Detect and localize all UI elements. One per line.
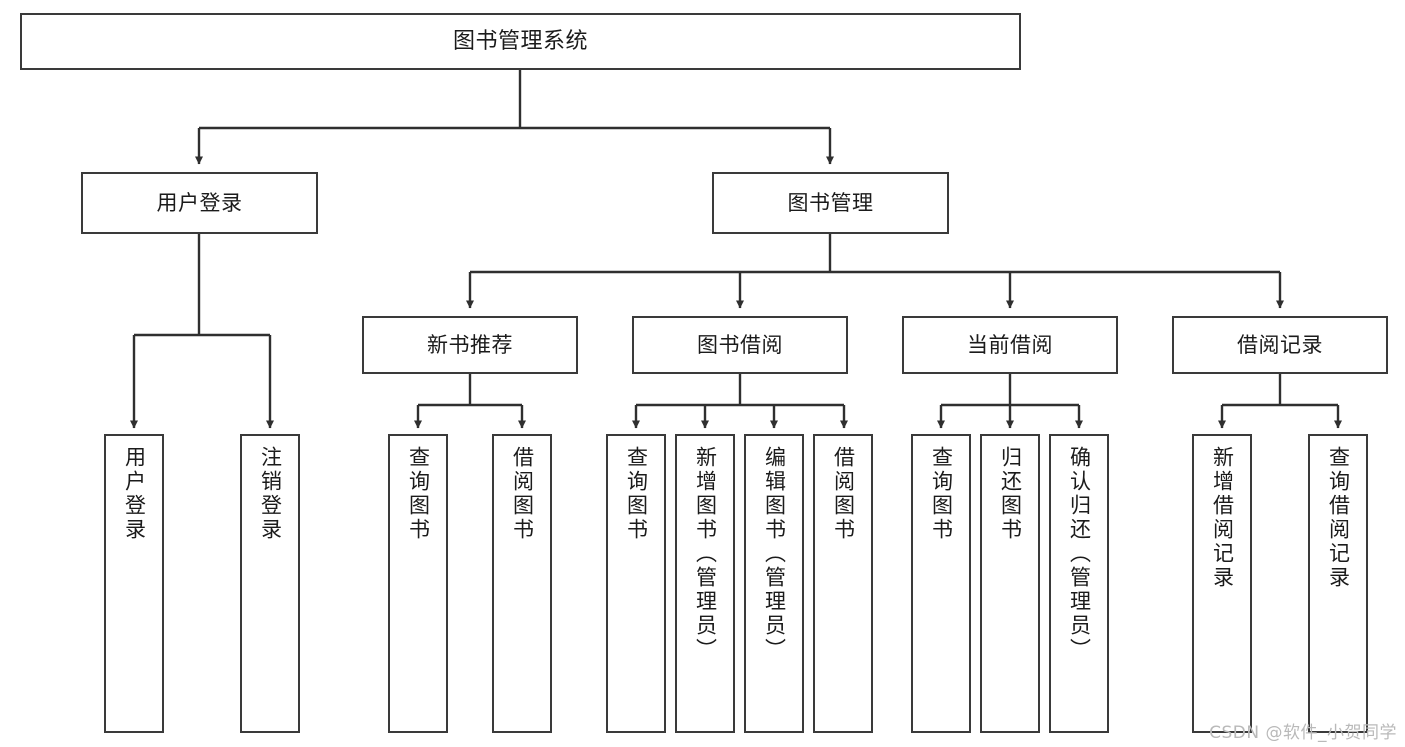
node-leaf-edit-book-label: 编辑图书（管理员） bbox=[762, 446, 787, 662]
node-leaf-query-book-1[interactable]: 查询图书 bbox=[388, 434, 448, 733]
node-leaf-borrow-book-2-label: 借阅图书 bbox=[831, 446, 856, 542]
node-leaf-add-record-label: 新增借阅记录 bbox=[1210, 446, 1235, 590]
node-current-borrow[interactable]: 当前借阅 bbox=[902, 316, 1118, 374]
node-new-book-rec[interactable]: 新书推荐 bbox=[362, 316, 578, 374]
node-leaf-logout[interactable]: 注销登录 bbox=[240, 434, 300, 733]
node-leaf-query-book-2[interactable]: 查询图书 bbox=[606, 434, 666, 733]
node-leaf-query-book-3-label: 查询图书 bbox=[929, 446, 954, 542]
node-leaf-return-book-label: 归还图书 bbox=[998, 446, 1023, 542]
node-leaf-user-login-label: 用户登录 bbox=[122, 446, 147, 542]
node-leaf-query-book-2-label: 查询图书 bbox=[624, 446, 649, 542]
node-current-borrow-label: 当前借阅 bbox=[967, 332, 1053, 357]
node-user-login-label: 用户登录 bbox=[156, 190, 243, 215]
node-root-label: 图书管理系统 bbox=[452, 28, 588, 54]
node-leaf-borrow-book-2[interactable]: 借阅图书 bbox=[813, 434, 873, 733]
node-leaf-confirm-return-label: 确认归还（管理员） bbox=[1067, 446, 1092, 662]
node-leaf-logout-label: 注销登录 bbox=[258, 446, 283, 542]
node-book-manage-label: 图书管理 bbox=[787, 190, 874, 215]
node-book-manage[interactable]: 图书管理 bbox=[712, 172, 949, 234]
node-leaf-borrow-book-1-label: 借阅图书 bbox=[510, 446, 535, 542]
node-book-borrow-label: 图书借阅 bbox=[697, 332, 783, 357]
node-leaf-confirm-return[interactable]: 确认归还（管理员） bbox=[1049, 434, 1109, 733]
node-borrow-record-label: 借阅记录 bbox=[1237, 332, 1323, 357]
node-leaf-query-book-1-label: 查询图书 bbox=[406, 446, 431, 542]
node-leaf-add-book[interactable]: 新增图书（管理员） bbox=[675, 434, 735, 733]
node-leaf-add-record[interactable]: 新增借阅记录 bbox=[1192, 434, 1252, 733]
node-root[interactable]: 图书管理系统 bbox=[20, 13, 1021, 70]
node-leaf-add-book-label: 新增图书（管理员） bbox=[693, 446, 718, 662]
node-leaf-edit-book[interactable]: 编辑图书（管理员） bbox=[744, 434, 804, 733]
node-borrow-record[interactable]: 借阅记录 bbox=[1172, 316, 1388, 374]
node-book-borrow[interactable]: 图书借阅 bbox=[632, 316, 848, 374]
node-new-book-rec-label: 新书推荐 bbox=[427, 332, 513, 357]
node-user-login[interactable]: 用户登录 bbox=[81, 172, 318, 234]
watermark-text: CSDN @软件_小贺同学 bbox=[1209, 723, 1397, 743]
node-leaf-return-book[interactable]: 归还图书 bbox=[980, 434, 1040, 733]
node-leaf-user-login[interactable]: 用户登录 bbox=[104, 434, 164, 733]
node-leaf-query-record-label: 查询借阅记录 bbox=[1326, 446, 1351, 590]
node-leaf-query-record[interactable]: 查询借阅记录 bbox=[1308, 434, 1368, 733]
node-leaf-query-book-3[interactable]: 查询图书 bbox=[911, 434, 971, 733]
node-leaf-borrow-book-1[interactable]: 借阅图书 bbox=[492, 434, 552, 733]
